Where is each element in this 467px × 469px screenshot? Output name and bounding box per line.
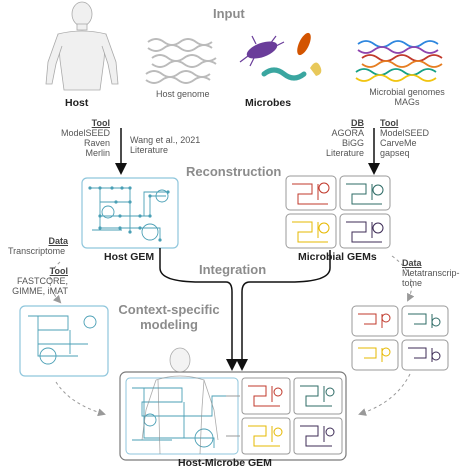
host-figure-icon	[45, 1, 119, 91]
host-data-value: Transcriptome	[8, 246, 66, 256]
microbial-genomes-block: Microbial genomes MAGs	[362, 87, 452, 107]
exchange-arrows-icon	[226, 395, 240, 437]
host-integration-arrow	[159, 248, 238, 371]
host-cs-tool-header: Tool	[49, 266, 68, 276]
host-tool-block: Tool ModelSEED Raven Merlin	[46, 118, 110, 158]
host-genome-label: Host genome	[156, 89, 210, 99]
stage-reconstruction: Reconstruction	[186, 164, 282, 179]
host-tool-3: Merlin	[85, 148, 110, 158]
host-genome-icon	[145, 38, 217, 84]
combined-host-figure-icon	[141, 347, 219, 455]
microbial-genomes-label-2: MAGs	[394, 97, 420, 107]
microbe-db-1: AGORA	[331, 128, 364, 138]
host-label: Host	[65, 97, 89, 109]
microbe-db-3: Literature	[325, 148, 364, 158]
microbial-context-panels	[351, 305, 449, 371]
microbe-tool-2: CarveMe	[380, 138, 417, 148]
host-ref-1: Wang et al., 2021	[130, 135, 201, 145]
host-gem-network-icon	[90, 187, 169, 241]
microbe-db-2: BiGG	[341, 138, 364, 148]
microbe-tool-3: gapseq	[380, 148, 410, 158]
combined-host-network-icon	[132, 387, 226, 448]
microbial-gems-label: Microbial GEMs	[298, 251, 377, 263]
stage-context-specific-line1: Context-specific	[118, 302, 220, 317]
microbe-tool-header: Tool	[380, 118, 399, 128]
microbial-genomes-icon	[355, 40, 443, 82]
microbe-merge-arrow	[358, 373, 411, 416]
microbe-db-block: DB AGORA BiGG Literature	[310, 118, 364, 158]
host-ref-2: Literature	[130, 145, 169, 155]
microbial-gems-panels	[285, 175, 391, 249]
stage-integration: Integration	[199, 262, 267, 277]
stage-context-specific-line2: modeling	[140, 317, 198, 332]
host-tool-2: Raven	[83, 138, 110, 148]
host-microbe-gem-label: Host-Microbe GEM	[178, 457, 272, 469]
host-context-frame	[19, 305, 109, 377]
stage-context-specific: Context-specific modeling	[114, 302, 224, 332]
host-gem-nodes	[88, 186, 170, 242]
host-tool-1: ModelSEED	[60, 128, 110, 138]
host-data-block: Data Transcriptome	[8, 236, 68, 256]
host-cs-tool-block: Tool FASTCORE, GIMME, iMAT	[4, 266, 68, 296]
host-context-network-icon	[28, 315, 97, 365]
microbes-label: Microbes	[245, 97, 292, 109]
microbe-data-header: Data	[402, 258, 422, 268]
microbial-genomes-label-1: Microbial genomes	[369, 87, 445, 97]
microbe-data-value-2: tome	[402, 278, 423, 288]
microbe-tool-1: ModelSEED	[380, 128, 430, 138]
microbes-icon	[239, 32, 322, 81]
combined-microbe-panels	[241, 377, 343, 455]
host-cs-tool-1: FASTCORE,	[16, 276, 68, 286]
stage-input: Input	[213, 6, 245, 21]
microbe-data-value-1: Metatranscrip-	[402, 268, 460, 278]
microbe-tool-block: Tool ModelSEED CarveMe gapseq	[380, 118, 429, 158]
host-tool-header: Tool	[91, 118, 110, 128]
microbe-data-block: Data Metatranscrip- tome	[402, 258, 460, 288]
microbe-integration-arrow	[236, 250, 331, 371]
host-ref-block: Wang et al., 2021 Literature	[130, 135, 200, 155]
host-cs-tool-2: GIMME, iMAT	[12, 286, 68, 296]
host-data-header: Data	[48, 236, 68, 246]
host-gem-label: Host GEM	[104, 251, 155, 263]
host-merge-arrow	[55, 381, 106, 417]
microbe-db-header: DB	[351, 118, 364, 128]
